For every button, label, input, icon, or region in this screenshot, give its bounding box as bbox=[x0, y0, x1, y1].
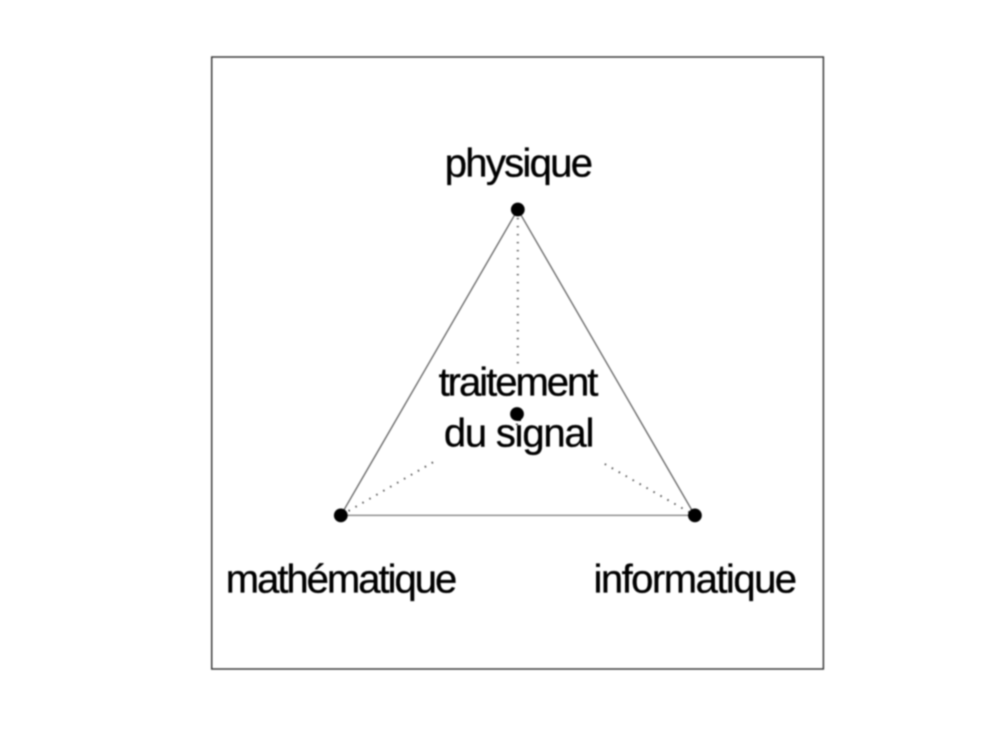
svg-text:mathématique: mathématique bbox=[226, 557, 456, 601]
svg-text:informatique: informatique bbox=[593, 557, 795, 601]
svg-text:physique: physique bbox=[445, 141, 592, 185]
svg-text:traitement: traitement bbox=[439, 361, 599, 405]
